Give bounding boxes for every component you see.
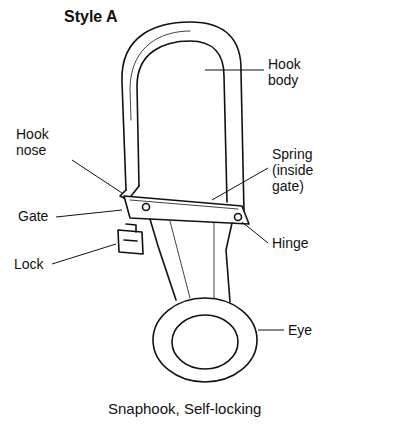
hook-body-ridge [130, 31, 190, 120]
part-label: Eye [288, 322, 312, 338]
shank-inner [170, 221, 214, 298]
leader-line [52, 244, 116, 264]
diagram-title: Style A [64, 7, 118, 26]
leader-line [212, 168, 268, 200]
hook-body-outline [122, 22, 244, 212]
part-label: Gate [18, 208, 48, 224]
part-label: Hinge [272, 235, 309, 251]
leader-line [56, 210, 122, 217]
hook-body-inner [137, 41, 227, 202]
part-label: Hook body [268, 56, 320, 88]
shank [150, 219, 232, 302]
part-label: Spring (inside gate) [272, 146, 338, 194]
eye-inner [172, 315, 238, 369]
lock [118, 230, 143, 254]
caption: Snaphook, Self-locking [108, 400, 261, 418]
leader-line [205, 70, 264, 71]
leader-line [258, 330, 284, 331]
part-label: Hook nose [16, 126, 66, 158]
leader-line [242, 222, 268, 243]
leader-line [72, 160, 122, 193]
gate-top-edge [130, 200, 238, 209]
part-label: Lock [14, 256, 44, 272]
gate [124, 196, 249, 224]
hinge-pin [235, 214, 242, 221]
eye-outer [153, 298, 257, 382]
lock-tab [124, 224, 137, 241]
gate-rivet [143, 204, 150, 211]
